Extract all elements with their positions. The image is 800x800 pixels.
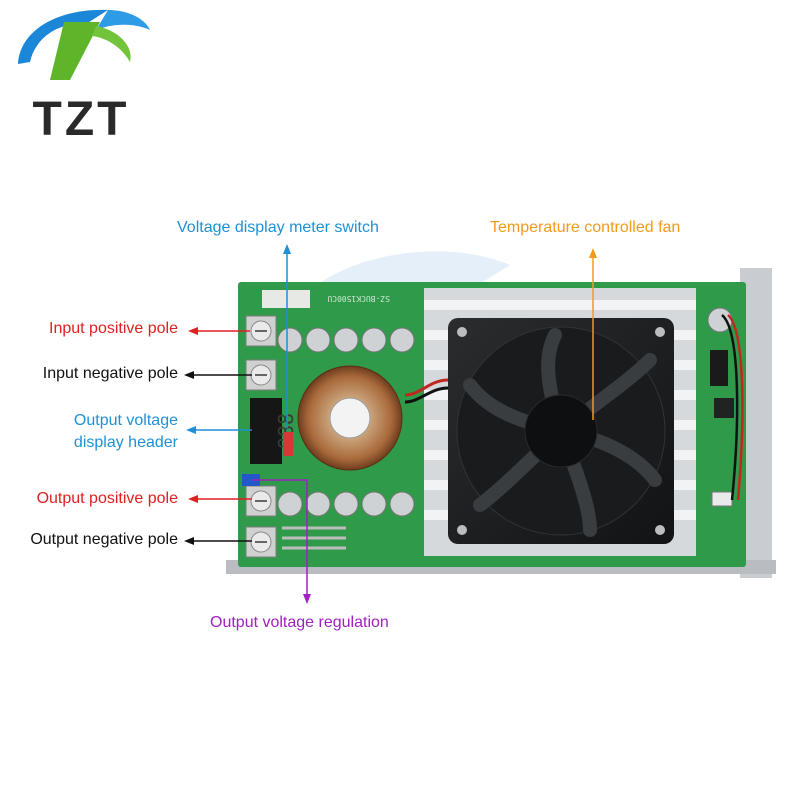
silkscreen-text: SZ-BUCK1500CU <box>327 294 390 303</box>
voltage-display: 888 <box>250 398 298 464</box>
arrow-meter-switch <box>283 244 291 428</box>
logo-text: TZT <box>32 93 130 146</box>
label-meter-switch: Voltage display meter switch <box>177 219 379 236</box>
terminal-output-positive <box>245 485 277 517</box>
toroid-inductor <box>297 365 403 471</box>
capacitor-row-bottom <box>277 491 415 517</box>
label-regulation: Output voltage regulation <box>210 614 389 631</box>
arrow-output-negative <box>184 537 252 545</box>
fan-wire-black <box>404 386 449 404</box>
label-output-negative: Output negative pole <box>30 531 178 548</box>
label-display-header-line2: display header <box>73 434 178 451</box>
terminal-input-positive <box>245 315 277 347</box>
resistor-array <box>282 526 346 550</box>
arrow-input-negative <box>184 371 252 379</box>
label-output-positive: Output positive pole <box>36 490 178 507</box>
label-input-negative: Input negative pole <box>42 365 178 382</box>
potentiometer <box>242 474 260 486</box>
arrow-regulation <box>252 479 311 604</box>
fan-wire-red <box>404 378 449 397</box>
fan-control-circuit <box>707 307 744 507</box>
arrow-fan <box>589 248 597 420</box>
label-sticker <box>262 290 310 308</box>
arrow-input-positive <box>188 327 250 335</box>
terminal-output-negative <box>245 526 277 558</box>
arrow-display-header <box>186 426 252 434</box>
capacitor-row-top <box>277 327 415 353</box>
label-input-positive: Input positive pole <box>49 320 178 337</box>
cooling-fan <box>448 318 674 544</box>
label-display-header-line1: Output voltage <box>73 412 178 429</box>
meter-switch <box>283 432 293 456</box>
brand-logo: TZT <box>0 0 160 160</box>
logo-swoosh-icon <box>18 9 150 80</box>
arrow-output-positive <box>188 495 252 503</box>
label-fan: Temperature controlled fan <box>490 219 681 236</box>
